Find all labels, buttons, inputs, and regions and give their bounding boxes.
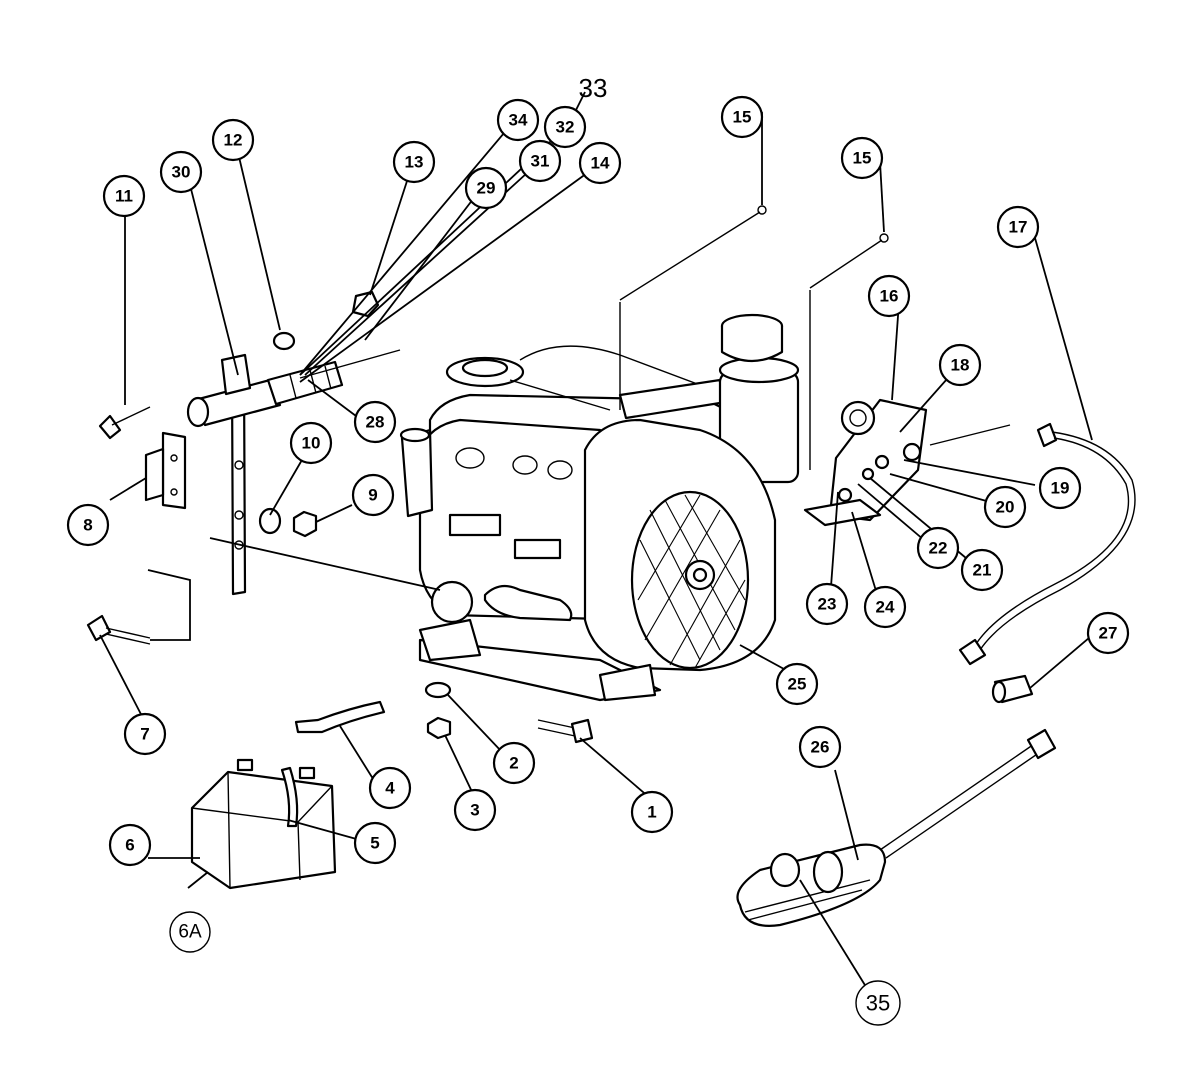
callout-label: 11 bbox=[115, 187, 133, 206]
callout-5: 5 bbox=[353, 821, 397, 865]
callout-label: 5 bbox=[370, 834, 379, 853]
callout-13: 13 bbox=[392, 140, 436, 184]
callout-28: 28 bbox=[353, 400, 397, 444]
callout-label: 7 bbox=[140, 725, 149, 744]
callout-15a: 15 bbox=[720, 95, 764, 139]
callout-label: 16 bbox=[880, 287, 899, 306]
callout-label: 26 bbox=[811, 738, 830, 757]
callout-label: 33 bbox=[579, 73, 608, 103]
callout-label: 27 bbox=[1099, 624, 1118, 643]
callout-label: 1 bbox=[647, 803, 656, 822]
callout-label: 17 bbox=[1009, 218, 1028, 237]
callout-label: 2 bbox=[509, 754, 518, 773]
hand-controller bbox=[736, 843, 887, 927]
hardware-parts bbox=[86, 205, 889, 744]
callout-16: 16 bbox=[867, 274, 911, 318]
callout-label: 6A bbox=[178, 922, 202, 943]
callout-31: 31 bbox=[518, 139, 562, 183]
callout-label: 13 bbox=[405, 153, 424, 172]
leader-lines bbox=[99, 91, 1097, 991]
callout-label: 30 bbox=[172, 163, 191, 182]
callout-32: 32 bbox=[543, 105, 587, 149]
generator-body bbox=[399, 313, 800, 702]
callout-label: 35 bbox=[866, 991, 890, 1016]
callout-label: 24 bbox=[876, 598, 895, 617]
callout-4: 4 bbox=[368, 766, 412, 810]
callout-17: 17 bbox=[996, 205, 1040, 249]
callout-2: 2 bbox=[492, 741, 536, 785]
callout-label: 3 bbox=[470, 801, 479, 820]
callout-27: 27 bbox=[1086, 611, 1130, 655]
callout-24: 24 bbox=[863, 585, 907, 629]
callout-label: 10 bbox=[302, 434, 321, 453]
callout-21: 21 bbox=[960, 548, 1004, 592]
callout-14: 14 bbox=[578, 141, 622, 185]
mounting-strap bbox=[186, 353, 344, 596]
callout-7: 7 bbox=[123, 712, 167, 756]
callout-18: 18 bbox=[938, 343, 982, 387]
callout-25: 25 bbox=[775, 662, 819, 706]
callout-23: 23 bbox=[805, 582, 849, 626]
callout-1: 1 bbox=[630, 790, 674, 834]
callout-15b: 15 bbox=[840, 136, 884, 180]
callout-label: 14 bbox=[591, 154, 610, 173]
callout-8: 8 bbox=[66, 503, 110, 547]
callout-label: 8 bbox=[83, 516, 92, 535]
callout-3: 3 bbox=[453, 788, 497, 832]
callout-20: 20 bbox=[983, 485, 1027, 529]
callout-26: 26 bbox=[798, 725, 842, 769]
callout-34: 34 bbox=[496, 98, 540, 142]
battery bbox=[190, 700, 386, 890]
callout-label: 15 bbox=[853, 149, 872, 168]
callout-6: 6 bbox=[108, 823, 152, 867]
callout-33: 33 bbox=[579, 73, 608, 103]
callout-9: 9 bbox=[351, 473, 395, 517]
callout-label: 28 bbox=[366, 413, 385, 432]
callout-label: 25 bbox=[788, 675, 807, 694]
callout-label: 20 bbox=[996, 498, 1015, 517]
remote-cable bbox=[879, 422, 1136, 859]
callout-35: 35 bbox=[855, 980, 901, 1026]
callout-label: 23 bbox=[818, 595, 837, 614]
callout-19: 19 bbox=[1038, 466, 1082, 510]
callout-label: 29 bbox=[477, 179, 496, 198]
callout-label: 15 bbox=[733, 108, 752, 127]
control-panel bbox=[803, 398, 1011, 527]
callout-12: 12 bbox=[211, 118, 255, 162]
callout-6a: 6A bbox=[169, 911, 211, 953]
callout-label: 22 bbox=[929, 539, 948, 558]
callout-label: 32 bbox=[556, 118, 575, 137]
callout-label: 34 bbox=[509, 111, 528, 130]
callout-label: 6 bbox=[125, 836, 134, 855]
bracket bbox=[144, 431, 187, 510]
callout-label: 31 bbox=[531, 152, 550, 171]
callout-label: 21 bbox=[973, 561, 992, 580]
callout-label: 9 bbox=[368, 486, 377, 505]
callout-10: 10 bbox=[289, 421, 333, 465]
callout-label: 4 bbox=[385, 779, 395, 798]
callout-label: 18 bbox=[951, 356, 970, 375]
callout-label: 19 bbox=[1051, 479, 1070, 498]
callout-label: 12 bbox=[224, 131, 243, 150]
callout-11: 11 bbox=[102, 174, 146, 218]
callout-30: 30 bbox=[159, 150, 203, 194]
callout-29: 29 bbox=[464, 166, 508, 210]
callout-22: 22 bbox=[916, 526, 960, 570]
